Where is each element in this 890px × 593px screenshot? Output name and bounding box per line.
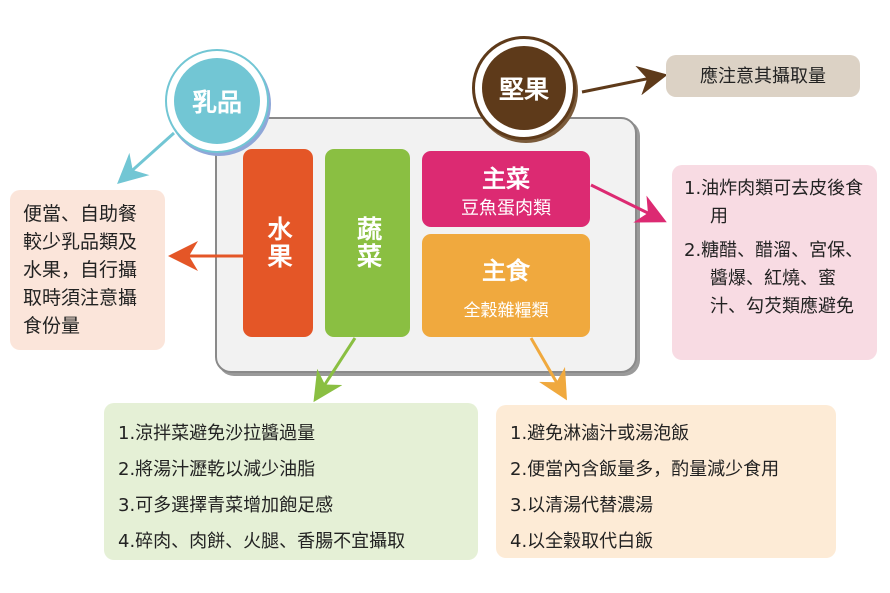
- main-dish-note: 1.油炸肉類可去皮後食用 2.糖醋、醋溜、宮保、醬爆、紅燒、蜜汁、勾芡類應避免: [672, 165, 877, 360]
- main-dish-note-item: 1.油炸肉類可去皮後食用: [684, 178, 864, 227]
- nuts-label: 堅果: [498, 75, 549, 104]
- dairy-fruit-note-text: 便當、自助餐較少乳品類及水果，自行攝取時須注意攝食份量: [23, 203, 138, 337]
- vegetables-note-item: 1.涼拌菜避免沙拉醬過量: [118, 423, 316, 444]
- nuts-note: 應注意其攝取量: [666, 55, 860, 97]
- nuts-note-text: 應注意其攝取量: [700, 65, 826, 87]
- vegetables-note: 1.涼拌菜避免沙拉醬過量 2.將湯汁瀝乾以減少油脂 3.可多選擇青菜增加飽足感 …: [104, 403, 478, 560]
- fruit-block: 水果: [243, 149, 313, 337]
- dairy-label: 乳品: [191, 88, 242, 117]
- staple-arrow: [529, 337, 567, 401]
- vegetables-label: 蔬菜: [353, 216, 383, 270]
- main-dish-note-item: 2.糖醋、醋溜、宮保、醬爆、紅燒、蜜汁、勾芡類應避免: [684, 240, 864, 317]
- dairy-arrow: [117, 131, 176, 185]
- dairy-fruit-note: 便當、自助餐較少乳品類及水果，自行攝取時須注意攝食份量: [10, 190, 165, 350]
- vegetables-arrow: [313, 337, 357, 403]
- dairy-circle: 乳品: [174, 58, 260, 144]
- nuts-circle: 堅果: [482, 46, 566, 130]
- staple-note-item: 2.便當內含飯量多，酌量減少食用: [510, 459, 780, 480]
- staple-title: 主食: [482, 256, 530, 285]
- vegetables-block: 蔬菜: [325, 149, 410, 337]
- main-dish-title: 主菜: [482, 164, 530, 193]
- main-dish-subtitle: 豆魚蛋肉類: [461, 197, 551, 219]
- staple-note-item: 1.避免淋滷汁或湯泡飯: [510, 423, 690, 444]
- main-dish-block: 主菜 豆魚蛋肉類: [422, 151, 590, 227]
- fruit-label: 水果: [264, 216, 293, 270]
- nuts-arrow: [581, 65, 668, 96]
- vegetables-note-item: 4.碎肉、肉餅、火腿、香腸不宜攝取: [118, 531, 406, 552]
- vegetables-note-item: 3.可多選擇青菜增加飽足感: [118, 495, 334, 516]
- staple-note-item: 3.以清湯代替濃湯: [510, 495, 654, 516]
- staple-subtitle: 全穀雜糧類: [463, 300, 549, 321]
- staple-block: 主食 全穀雜糧類: [422, 234, 590, 337]
- staple-note-item: 4.以全穀取代白飯: [510, 531, 654, 552]
- main-dish-arrow: [590, 183, 667, 223]
- staple-note: 1.避免淋滷汁或湯泡飯 2.便當內含飯量多，酌量減少食用 3.以清湯代替濃湯 4…: [496, 405, 836, 558]
- vegetables-note-item: 2.將湯汁瀝乾以減少油脂: [118, 459, 316, 480]
